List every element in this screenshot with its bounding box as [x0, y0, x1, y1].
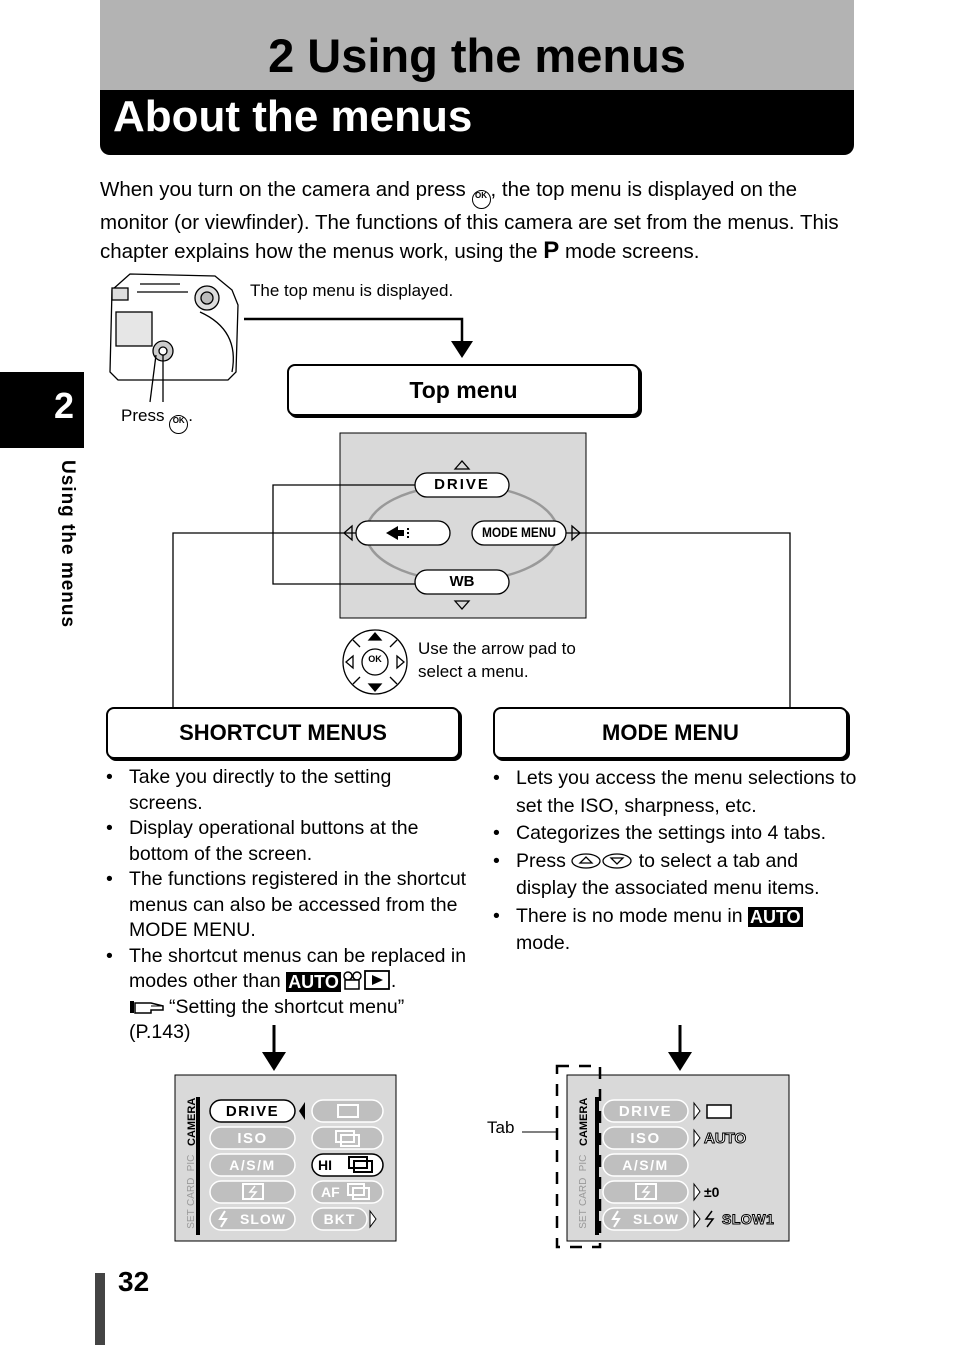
side-chapter-number: 2 — [53, 385, 74, 426]
chapter-header-band — [100, 0, 854, 90]
list-item: Lets you access the menu selections to s… — [487, 765, 857, 820]
list-item: The functions registered in the shortcut… — [100, 867, 470, 944]
section-title: About the menus — [113, 92, 473, 141]
right-screen-tabs: CAMERA PIC CARD SET — [568, 1097, 590, 1230]
row-asm: A/S/M — [229, 1157, 276, 1173]
option-af: AF — [321, 1184, 340, 1200]
row-iso: ISO — [630, 1130, 661, 1147]
row-iso: ISO — [237, 1130, 268, 1147]
top-menu-box: Top menu — [287, 364, 640, 416]
row-slow: SLOW — [633, 1211, 679, 1227]
reference-pointer-icon — [130, 1000, 164, 1014]
arrow-pad-icon — [342, 629, 408, 695]
value-iso: AUTO — [703, 1130, 747, 1148]
lcd-mode-menu-label: MODE MENU — [481, 524, 557, 540]
tab-camera: CAMERA — [186, 1097, 198, 1146]
tab-set: SET — [186, 1209, 197, 1229]
row-slow: SLOW — [240, 1211, 286, 1227]
camera-caption: The top menu is displayed. — [250, 281, 454, 300]
tab-pic: PIC — [186, 1154, 197, 1172]
mode-menu-screen — [522, 1064, 790, 1249]
tab-callout-label: Tab — [487, 1118, 515, 1137]
chapter-title: 2 Using the menus — [268, 29, 686, 82]
shortcut-menus-list: Take you directly to the setting screens… — [100, 765, 470, 1046]
list-item: The shortcut menus can be replaced in mo… — [100, 944, 470, 1046]
tab-card: CARD — [578, 1177, 589, 1206]
press-ok-caption: Press OK. — [121, 406, 193, 434]
mode-menu-box: MODE MENU — [493, 707, 848, 759]
shortcut-menu-screen — [174, 1074, 397, 1242]
ok-button-icon: OK — [169, 415, 189, 434]
value-exposure: ±0 — [704, 1184, 720, 1200]
down-triangle-icon — [453, 600, 471, 610]
list-item: Categorizes the settings into 4 tabs. — [487, 820, 857, 848]
intro-text-1: When you turn on the camera and press — [100, 178, 466, 201]
arrow-down-icon — [668, 1052, 692, 1071]
shortcut-menus-box: SHORTCUT MENUS — [106, 707, 460, 759]
camera-illustration — [109, 273, 239, 381]
tab-set: SET — [578, 1209, 589, 1229]
auto-mode-icon: AUTO — [747, 906, 803, 927]
intro-text-2: , the top menu is displayed on the monit… — [100, 178, 839, 263]
list-item: There is no mode menu in AUTO mode. — [487, 903, 857, 958]
page-number: 32 — [118, 1266, 150, 1297]
list-item: Take you directly to the setting screens… — [100, 765, 470, 816]
auto-mode-icon: AUTO — [286, 972, 341, 992]
shortcut-menu-icon — [386, 526, 409, 540]
tab-pic: PIC — [578, 1154, 589, 1172]
movie-playback-icons — [343, 970, 390, 990]
intro-text-3: mode screens. — [565, 239, 700, 263]
list-item: Display operational buttons at the botto… — [100, 816, 470, 867]
tab-camera: CAMERA — [578, 1097, 590, 1146]
page-number-bar — [95, 1273, 105, 1345]
p-mode-icon: P — [543, 236, 560, 264]
tab-card: CARD — [186, 1177, 197, 1206]
option-bkt: BKT — [323, 1211, 356, 1227]
up-down-arrow-icons — [571, 852, 632, 869]
lcd-drive-label: DRIVE — [434, 476, 490, 493]
arrow-pad-ok-label: OK — [368, 654, 382, 664]
arrow-pad-caption: Use the arrow pad to select a menu. — [418, 639, 576, 681]
lcd-wb-label: WB — [449, 573, 475, 590]
arrow-down-icon — [262, 1052, 286, 1071]
row-drive: DRIVE — [618, 1103, 673, 1120]
left-screen-tabs: CAMERA PIC CARD SET — [176, 1097, 198, 1230]
chapter-side-tab — [0, 372, 84, 448]
row-asm: A/S/M — [622, 1157, 669, 1173]
option-hi: HI — [318, 1157, 332, 1173]
up-triangle-icon — [453, 460, 471, 470]
list-item: Press to select a tab and display the as… — [487, 848, 857, 903]
section-header-band — [100, 90, 854, 155]
arrow-down-icon — [451, 341, 473, 358]
mode-menu-list: Lets you access the menu selections to s… — [487, 765, 857, 958]
intro-paragraph: When you turn on the camera and press OK… — [100, 176, 860, 265]
row-drive: DRIVE — [225, 1103, 280, 1120]
value-flash: SLOW1 — [721, 1211, 775, 1228]
